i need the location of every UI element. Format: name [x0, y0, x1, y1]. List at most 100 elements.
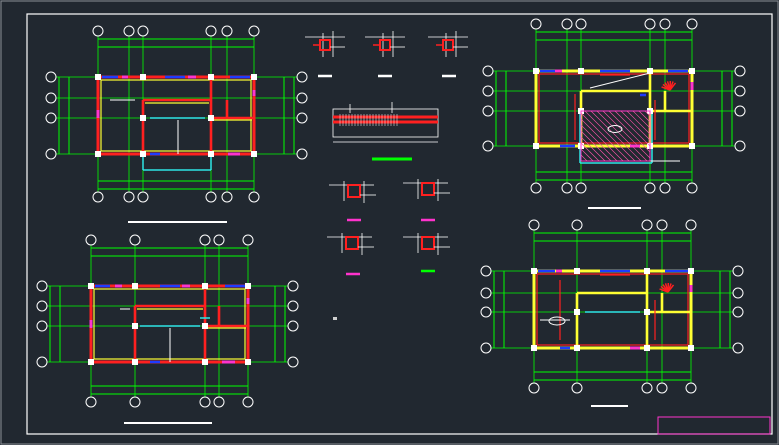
column-square	[95, 151, 101, 157]
detail-column-section	[345, 236, 359, 250]
axis-bubble-bottom	[571, 382, 583, 394]
axis-bubble-top	[85, 234, 97, 246]
axis-bubble-left	[36, 300, 48, 312]
axis-bubble-right	[734, 85, 746, 97]
axis-bubble-top	[129, 234, 141, 246]
axis-bubble-right	[732, 265, 744, 277]
axis-bubble-left	[45, 112, 57, 124]
column-square	[531, 345, 537, 351]
axis-bubble-top	[205, 25, 217, 37]
column-square	[208, 115, 214, 121]
axis-bubble-top	[92, 25, 104, 37]
column-square	[644, 309, 650, 315]
column-square	[533, 143, 539, 149]
column-square	[251, 74, 257, 80]
hatch-stroke	[580, 118, 624, 162]
hatch-stroke	[644, 110, 651, 117]
axis-bubble-bottom	[641, 382, 653, 394]
axis-bubble-top	[686, 18, 698, 30]
axis-bubble-top	[530, 18, 542, 30]
column-square	[88, 359, 94, 365]
outer-wall-inner-edge	[100, 79, 252, 152]
axis-bubble-right	[296, 148, 308, 160]
axis-bubble-top	[641, 219, 653, 231]
axis-bubble-bottom	[199, 396, 211, 408]
axis-bubble-left	[482, 140, 494, 152]
axis-bubble-right	[296, 92, 308, 104]
axis-bubble-top	[242, 234, 254, 246]
floor-plan-bottom-right[interactable]	[480, 219, 744, 407]
column-detail-grid[interactable]	[327, 179, 450, 320]
column-square	[208, 74, 214, 80]
column-square	[140, 115, 146, 121]
outer-wall-inner-edge	[538, 73, 690, 144]
axis-bubble-bottom	[685, 382, 697, 394]
hatch-stroke	[580, 142, 600, 162]
column-square	[689, 143, 695, 149]
axis-bubble-right	[734, 140, 746, 152]
column-square	[202, 323, 208, 329]
column-square	[95, 74, 101, 80]
hatch-stroke	[614, 110, 651, 147]
floor-plan-top-right[interactable]	[482, 18, 746, 209]
column-square	[578, 68, 584, 74]
axis-bubble-left	[482, 65, 494, 77]
axis-bubble-bottom	[221, 191, 233, 203]
column-square	[202, 283, 208, 289]
axis-bubble-bottom	[575, 182, 587, 194]
axis-bubble-top	[528, 219, 540, 231]
hatch-stroke	[580, 124, 618, 162]
title-block	[657, 416, 771, 435]
axis-bubble-top	[199, 234, 211, 246]
axis-bubble-top	[685, 219, 697, 231]
axis-bubble-left	[45, 71, 57, 83]
hatch-stroke	[638, 110, 651, 123]
hatch-stroke	[584, 110, 636, 162]
column-square	[245, 283, 251, 289]
column-square	[245, 359, 251, 365]
floor-plan-bottom-left[interactable]	[36, 234, 299, 424]
axis-bubble-bottom	[686, 182, 698, 194]
axis-bubble-bottom	[561, 182, 573, 194]
axis-bubble-left	[482, 85, 494, 97]
hatch-stroke	[580, 130, 612, 162]
small-mark	[333, 317, 337, 320]
axis-bubble-bottom	[205, 191, 217, 203]
hatch-stroke	[608, 110, 651, 153]
column-square	[202, 359, 208, 365]
axis-bubble-bottom	[530, 182, 542, 194]
column-square	[132, 359, 138, 365]
beam-section-detail[interactable]	[332, 102, 439, 161]
axis-bubble-right	[287, 280, 299, 292]
column-square	[140, 74, 146, 80]
floor-plan-top-left[interactable]	[45, 25, 308, 223]
axis-bubble-top	[213, 234, 225, 246]
inner-sheet-border	[26, 13, 773, 435]
column-square	[574, 345, 580, 351]
axis-bubble-bottom	[248, 191, 260, 203]
axis-bubble-top	[561, 18, 573, 30]
fan-stroke	[667, 284, 675, 293]
axis-bubble-top	[248, 25, 260, 37]
axis-bubble-top	[137, 25, 149, 37]
axis-bubble-bottom	[85, 396, 97, 408]
hatch-stroke	[620, 110, 651, 141]
axis-bubble-right	[732, 306, 744, 318]
axis-bubble-left	[45, 148, 57, 160]
axis-bubble-top	[221, 25, 233, 37]
hatch-stroke	[602, 110, 651, 159]
detail-column-section	[347, 184, 361, 198]
outer-wall-inner-edge	[536, 273, 689, 346]
white-line	[589, 72, 651, 89]
axis-bubble-bottom	[213, 396, 225, 408]
column-detail-row-top[interactable]	[305, 31, 468, 78]
fan-stroke	[669, 82, 677, 91]
axis-bubble-right	[287, 300, 299, 312]
hatch-stroke	[596, 110, 648, 162]
axis-bubble-right	[287, 320, 299, 332]
axis-bubble-bottom	[92, 191, 104, 203]
axis-bubble-right	[734, 65, 746, 77]
hatch-stroke	[580, 154, 588, 162]
